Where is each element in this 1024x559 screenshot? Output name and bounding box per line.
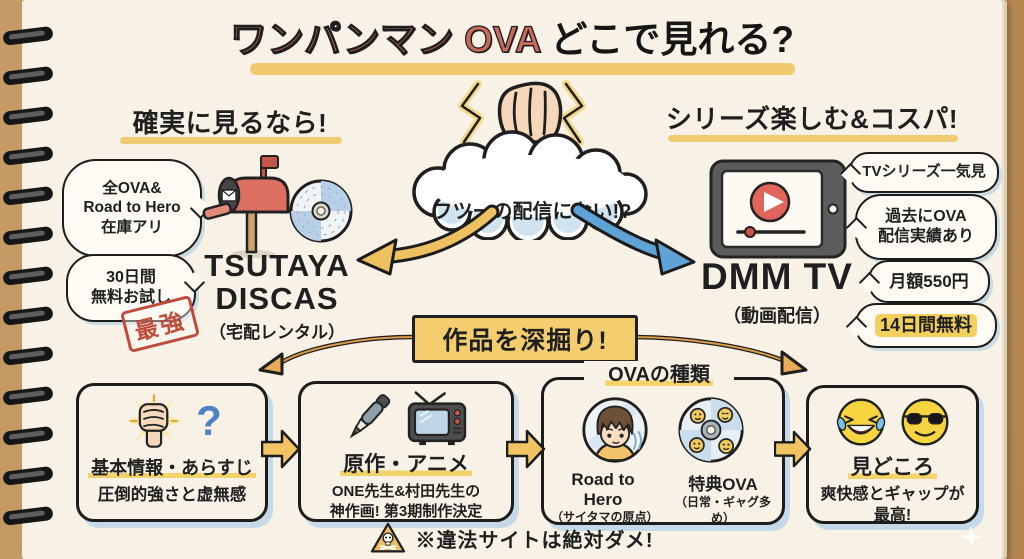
- box4-title: 見どころ: [847, 456, 938, 479]
- tsutaya-heading-underline: [120, 137, 342, 144]
- box4-desc: 爽快感とギャップが 最高!: [820, 486, 965, 524]
- deep-dive-banner: 作品を深掘り!: [412, 315, 638, 363]
- dmm-heading: シリーズ楽しむ&コスパ!: [665, 104, 959, 134]
- dvd-disc-icon: [289, 179, 353, 243]
- sparkle-icon: [960, 526, 982, 548]
- tablet-player-icon: [709, 159, 847, 259]
- tsutaya-stock-text: 全OVA& Road to Hero 在庫アリ: [83, 179, 181, 236]
- dmm-price-text: 月額550円: [889, 271, 969, 291]
- curved-arrow-right-icon: [570, 202, 696, 276]
- tsutaya-name-line2: DISCAS: [215, 280, 339, 316]
- dmm-name: DMM TV: [701, 256, 853, 297]
- tsutaya-stock-bubble: 全OVA& Road to Hero 在庫アリ: [62, 159, 212, 257]
- question-mark: ?: [196, 397, 222, 444]
- page-title: ワンパンマン OVA どこで見れる?: [0, 19, 1024, 61]
- box3-item1-desc: （サイタマの原点）: [551, 510, 659, 524]
- raised-fist-icon: [125, 392, 183, 450]
- banner-branch-arrows: [258, 334, 808, 376]
- flow-arrow-icon: [774, 430, 812, 468]
- branch-arrow-right-icon: [629, 334, 808, 376]
- tsutaya-heading: 確実に見るなら!: [132, 108, 328, 138]
- dmm-subtitle: （動画配信）: [723, 306, 831, 326]
- box3-item1-title: Road to Hero: [571, 470, 635, 509]
- spiral-binding-icon: [2, 25, 54, 526]
- warning-text: ※違法サイトは絶対ダメ!: [415, 529, 654, 552]
- tsutaya-name: TSUTAYA DISCAS: [186, 248, 368, 316]
- tsutaya-trial-text: 30日間 無料お試し: [90, 269, 171, 306]
- joy-emoji-icon: [836, 398, 885, 446]
- dmm-free-bubble: 14日間無料: [845, 303, 997, 348]
- mailbox-icon: [202, 155, 290, 258]
- tv-icon: [407, 391, 467, 446]
- dmm-history-bubble: 過去にOVA 配信実績あり: [845, 194, 997, 260]
- flow-box-basic-info: ? 基本情報・あらすじ 圧倒的強さと虚無感: [76, 383, 268, 522]
- box3-item2-title: 特典OVA: [688, 475, 758, 494]
- dmm-free-text: 14日間無料: [874, 314, 978, 337]
- curved-arrow-left-icon: [356, 204, 500, 276]
- dmm-series-bubble: TVシリーズ一気見: [839, 152, 999, 193]
- bonus-disc-icon: [678, 397, 744, 463]
- flow-box-original-anime: 原作・アニメ ONE先生&村田先生の 神作画! 第3期制作決定: [298, 381, 514, 522]
- flow-box-highlights: 見どころ 爽快感とギャップが 最高!: [806, 385, 979, 524]
- saitama-avatar-icon: [582, 397, 648, 463]
- split-arrows: [356, 202, 696, 276]
- speech-cloud: フツーの配信にない!?: [396, 130, 668, 240]
- dmm-heading-underline: [668, 135, 958, 142]
- box2-desc: ONE先生&村田先生の 神作画! 第3期制作決定: [329, 483, 483, 520]
- box3-item2-desc: （日常・ギャグ多め）: [674, 495, 771, 525]
- fountain-pen-icon: [349, 394, 391, 439]
- title-suffix: どこで見れる?: [550, 19, 794, 60]
- box2-title: 原作・アニメ: [340, 453, 472, 476]
- punch-fist-icon: [458, 80, 586, 146]
- tsutaya-subtitle: （宅配レンタル）: [209, 323, 345, 342]
- branch-arrow-left-icon: [258, 334, 415, 376]
- box1-desc: 圧倒的強さと虚無感: [97, 486, 247, 504]
- skull-warning-icon: [371, 522, 406, 553]
- warning-row: ※違法サイトは絶対ダメ!: [0, 522, 1024, 554]
- dmm-series-text: TVシリーズ一気見: [862, 163, 986, 181]
- flow-arrow-icon: [506, 429, 546, 469]
- flow-arrow-icon: [261, 429, 301, 469]
- cool-emoji-icon: [901, 398, 948, 446]
- tsutaya-trial-bubble: 30日間 無料お試し: [66, 254, 206, 322]
- title-highlight: ワンパンマン OVA: [229, 19, 541, 61]
- dmm-price-bubble: 月額550円: [858, 260, 990, 303]
- flow-box-ova-types: Road to Hero （サイタマの原点） 特典OVA （日常・ギャグ多め）: [541, 377, 785, 525]
- title-underline: [250, 63, 795, 75]
- tsutaya-name-line1: TSUTAYA: [204, 248, 350, 283]
- box1-title: 基本情報・あらすじ: [88, 458, 256, 478]
- dmm-history-text: 過去にOVA 配信実績あり: [877, 208, 974, 245]
- ova-types-label: OVAの種類: [584, 361, 734, 389]
